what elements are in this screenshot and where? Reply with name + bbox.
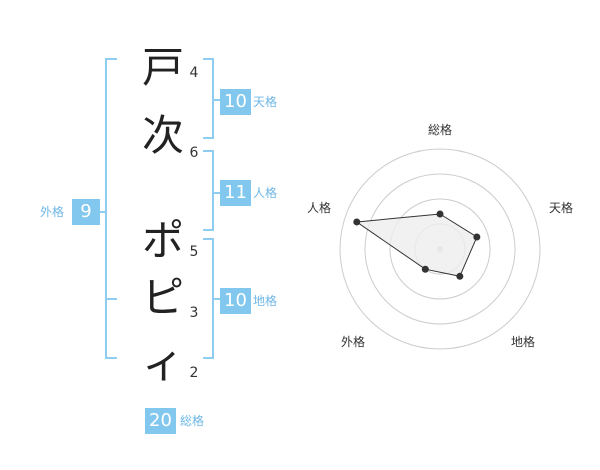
- gaikaku-bracket: [105, 58, 117, 359]
- tenkaku-bracket: [203, 58, 214, 139]
- radar-axis-label-jinkaku: 人格: [307, 201, 332, 215]
- radar-point-1: [436, 210, 444, 218]
- stroke-count-4: 3: [189, 305, 199, 321]
- radar-axis-label-chikaku: 地格: [511, 335, 536, 349]
- radar-grid-ring: [364, 173, 516, 325]
- soukaku-label: 総格: [180, 414, 205, 428]
- radar-axis-label-soukaku: 総格: [428, 123, 453, 137]
- chikaku-label: 地格: [253, 294, 278, 308]
- radar-point-4: [421, 265, 429, 273]
- chikaku-value: 10: [220, 288, 251, 314]
- radar-point-3: [456, 272, 464, 280]
- name-char-1: 戸: [141, 43, 184, 92]
- jinkaku-label: 人格: [253, 186, 278, 200]
- radar-axis-label-tenkaku: 天格: [549, 201, 574, 215]
- stroke-count-1: 4: [189, 65, 199, 81]
- tenkaku-value: 10: [220, 89, 251, 115]
- gaikaku-label: 外格: [40, 205, 65, 219]
- gaikaku-value: 9: [72, 199, 100, 225]
- stroke-count-3: 5: [189, 244, 199, 260]
- radar-axis-label-gaikaku: 外格: [341, 335, 366, 349]
- name-char-5: ィ: [141, 338, 184, 387]
- tenkaku-label: 天格: [253, 95, 278, 109]
- soukaku-value: 20: [145, 408, 176, 434]
- radar-grid-ring: [389, 198, 491, 300]
- name-char-2: 次: [141, 111, 184, 160]
- stroke-count-5: 2: [189, 365, 199, 381]
- radar-series-polygon: [355, 213, 478, 277]
- jinkaku-value: 11: [220, 180, 251, 206]
- jinkaku-bracket: [203, 150, 214, 231]
- radar-point-2: [473, 233, 481, 241]
- radar-point-5: [353, 218, 361, 226]
- radar-grid-ring: [339, 148, 541, 350]
- stroke-count-2: 6: [189, 145, 199, 161]
- name-char-3: ポ: [141, 216, 184, 265]
- name-char-4: ピ: [141, 273, 184, 322]
